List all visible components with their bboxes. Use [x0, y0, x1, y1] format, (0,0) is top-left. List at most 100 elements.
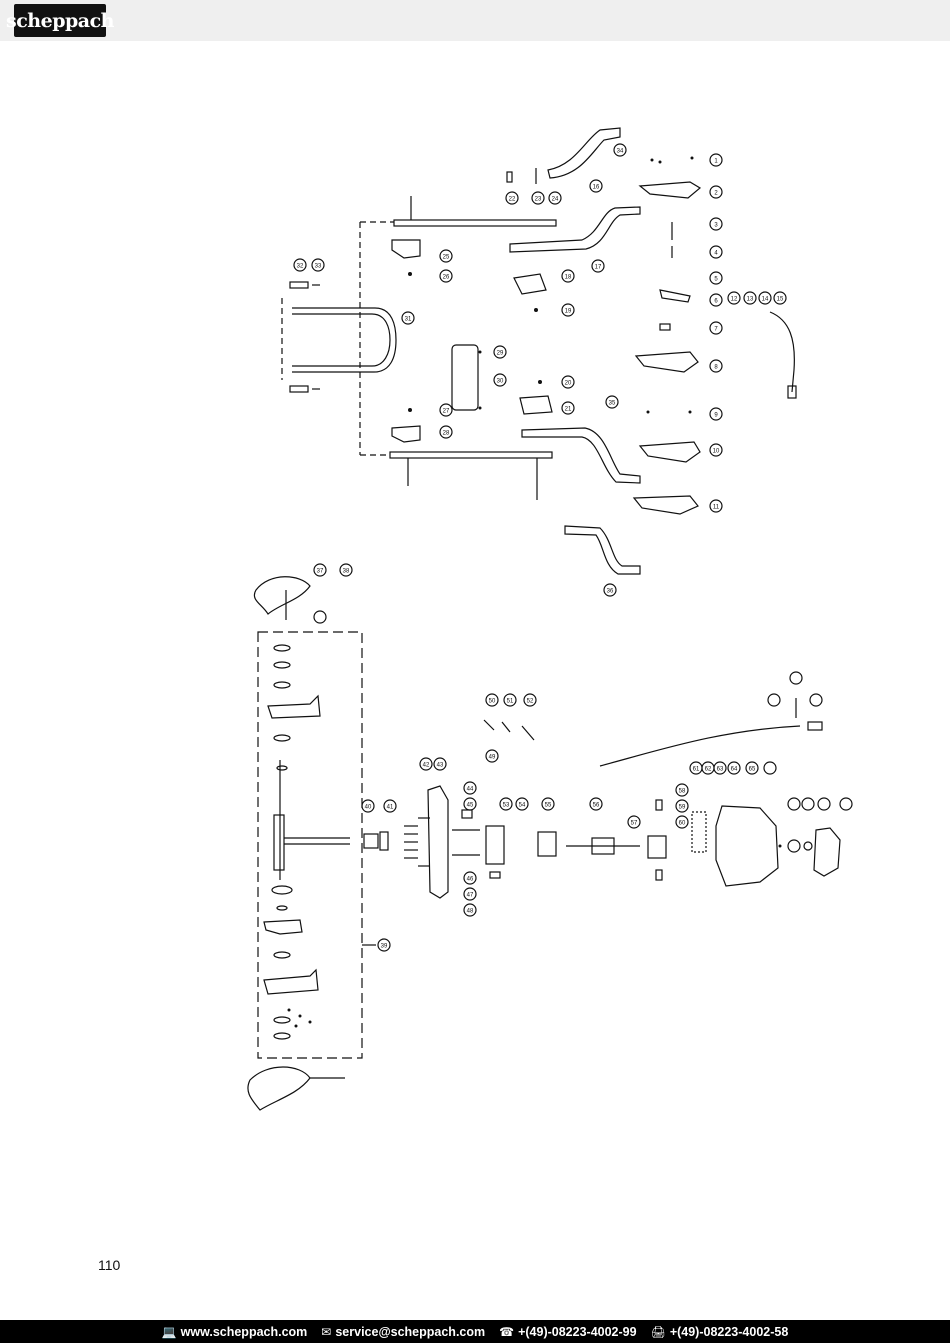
part-callout-number: 41	[387, 805, 394, 811]
handle-bar-middle	[509, 206, 641, 253]
part-callout-number: 29	[497, 351, 504, 357]
handle-bar-lower	[521, 427, 641, 484]
part-callout-number: 49	[489, 755, 496, 761]
part-callout-number: 28	[443, 431, 450, 437]
gear-housing-cover	[263, 919, 303, 935]
part-callout-number: 65	[749, 767, 756, 773]
part-callout-number: 37	[317, 569, 324, 575]
part-callout-number: 31	[405, 317, 412, 323]
part-callout-number: 16	[593, 185, 600, 191]
part-callout-number: 55	[545, 803, 552, 809]
part-callout-number: 8	[714, 365, 718, 371]
footer-fax-text: +(49)-08223-4002-58	[669, 1324, 789, 1339]
gearbox-plate	[427, 785, 449, 899]
u-frame	[292, 307, 397, 373]
part-callout-number: 22	[509, 197, 516, 203]
fax-icon: 🖨	[650, 1324, 666, 1339]
air-filter	[691, 811, 707, 853]
part-callout-number: 58	[679, 789, 686, 795]
footer-phone: ☎ +(49)-08223-4002-99	[499, 1325, 636, 1339]
grip-bottom	[632, 495, 699, 515]
callouts-upper	[293, 143, 787, 597]
part-callout-number: 52	[527, 699, 534, 705]
part-callout-number: 3	[714, 223, 718, 229]
clamp-mid	[513, 273, 547, 295]
part-callout-number: 50	[489, 699, 496, 705]
part-callout-number: 45	[467, 803, 474, 809]
rear-cover	[813, 827, 841, 877]
flat-bar-upper	[393, 219, 557, 227]
part-callout-number: 14	[762, 297, 769, 303]
part-callout-number: 2	[714, 191, 718, 197]
part-callout-number: 34	[617, 149, 624, 155]
part-callout-number: 40	[365, 805, 372, 811]
part-callout-number: 11	[713, 505, 720, 511]
part-callout-number: 20	[565, 381, 572, 387]
part-callout-number: 32	[297, 264, 304, 270]
part-callout-number: 46	[467, 877, 474, 883]
part-callout-number: 47	[467, 893, 474, 899]
part-callout-number: 1	[714, 159, 718, 165]
tine-top	[253, 576, 311, 615]
part-callout-number: 17	[595, 265, 602, 271]
part-callout-number: 27	[443, 409, 450, 415]
clamp-lower	[519, 395, 553, 415]
page-header: scheppach	[0, 0, 950, 41]
part-callout-number: 7	[714, 327, 718, 333]
part-callout-number: 36	[607, 589, 614, 595]
part-callout-number: 61	[693, 767, 700, 773]
computer-icon: 💻	[161, 1324, 177, 1339]
extension-cable	[599, 725, 801, 767]
grip-lower	[638, 441, 701, 463]
part-callout-number: 48	[467, 909, 474, 915]
part-callout-number: 39	[381, 944, 388, 950]
mail-icon: ✉	[321, 1324, 332, 1339]
grip-top	[638, 181, 702, 199]
footer-web[interactable]: 💻 www.scheppach.com	[162, 1325, 308, 1339]
handle-bar-bottom	[564, 525, 641, 575]
part-callout-number: 63	[717, 767, 724, 773]
part-callout-number: 53	[503, 803, 510, 809]
part-callout-number: 56	[593, 803, 600, 809]
part-callout-number: 21	[565, 407, 572, 413]
part-callout-number: 35	[609, 401, 616, 407]
clamp-bottom	[391, 425, 421, 443]
part-callout-number: 6	[714, 299, 718, 305]
power-cord	[769, 311, 795, 393]
part-callout-number: 42	[423, 763, 430, 769]
gear-housing-top	[267, 694, 321, 719]
part-callout-number: 24	[552, 197, 559, 203]
motor-housing	[715, 805, 779, 887]
part-callout-number: 33	[315, 264, 322, 270]
clamp-upper	[391, 239, 421, 259]
page-number: 110	[98, 1257, 121, 1273]
scheppach-logo: scheppach	[6, 4, 114, 37]
part-callout-number: 43	[437, 763, 444, 769]
grip-upper	[634, 351, 699, 373]
handle-bar-top	[547, 127, 621, 179]
phone-icon: ☎	[499, 1324, 515, 1339]
part-callout-number: 23	[535, 197, 542, 203]
motor-stator	[537, 831, 557, 857]
part-callout-number: 38	[343, 569, 350, 575]
footer-email[interactable]: ✉ service@scheppach.com	[321, 1325, 485, 1339]
flat-bar-lower	[389, 451, 553, 459]
gear-block	[485, 825, 505, 865]
tine-bottom	[247, 1066, 311, 1111]
footer-phone-text: +(49)-08223-4002-99	[518, 1324, 637, 1339]
part-callout-number: 4	[714, 251, 718, 257]
part-callout-number: 19	[565, 309, 572, 315]
part-callout-number: 51	[507, 699, 514, 705]
part-callout-number: 26	[443, 275, 450, 281]
footer-web-text: www.scheppach.com	[180, 1324, 308, 1339]
part-callout-number: 10	[713, 449, 720, 455]
trigger-lever	[659, 289, 691, 303]
part-callout-number: 13	[747, 297, 754, 303]
part-callout-number: 15	[777, 297, 784, 303]
callouts-lower	[313, 563, 853, 952]
part-callout-number: 30	[497, 379, 504, 385]
page-footer: 💻 www.scheppach.com ✉ service@scheppach.…	[0, 1320, 950, 1343]
part-callout-number: 57	[631, 821, 638, 827]
part-callout-number: 62	[705, 767, 712, 773]
